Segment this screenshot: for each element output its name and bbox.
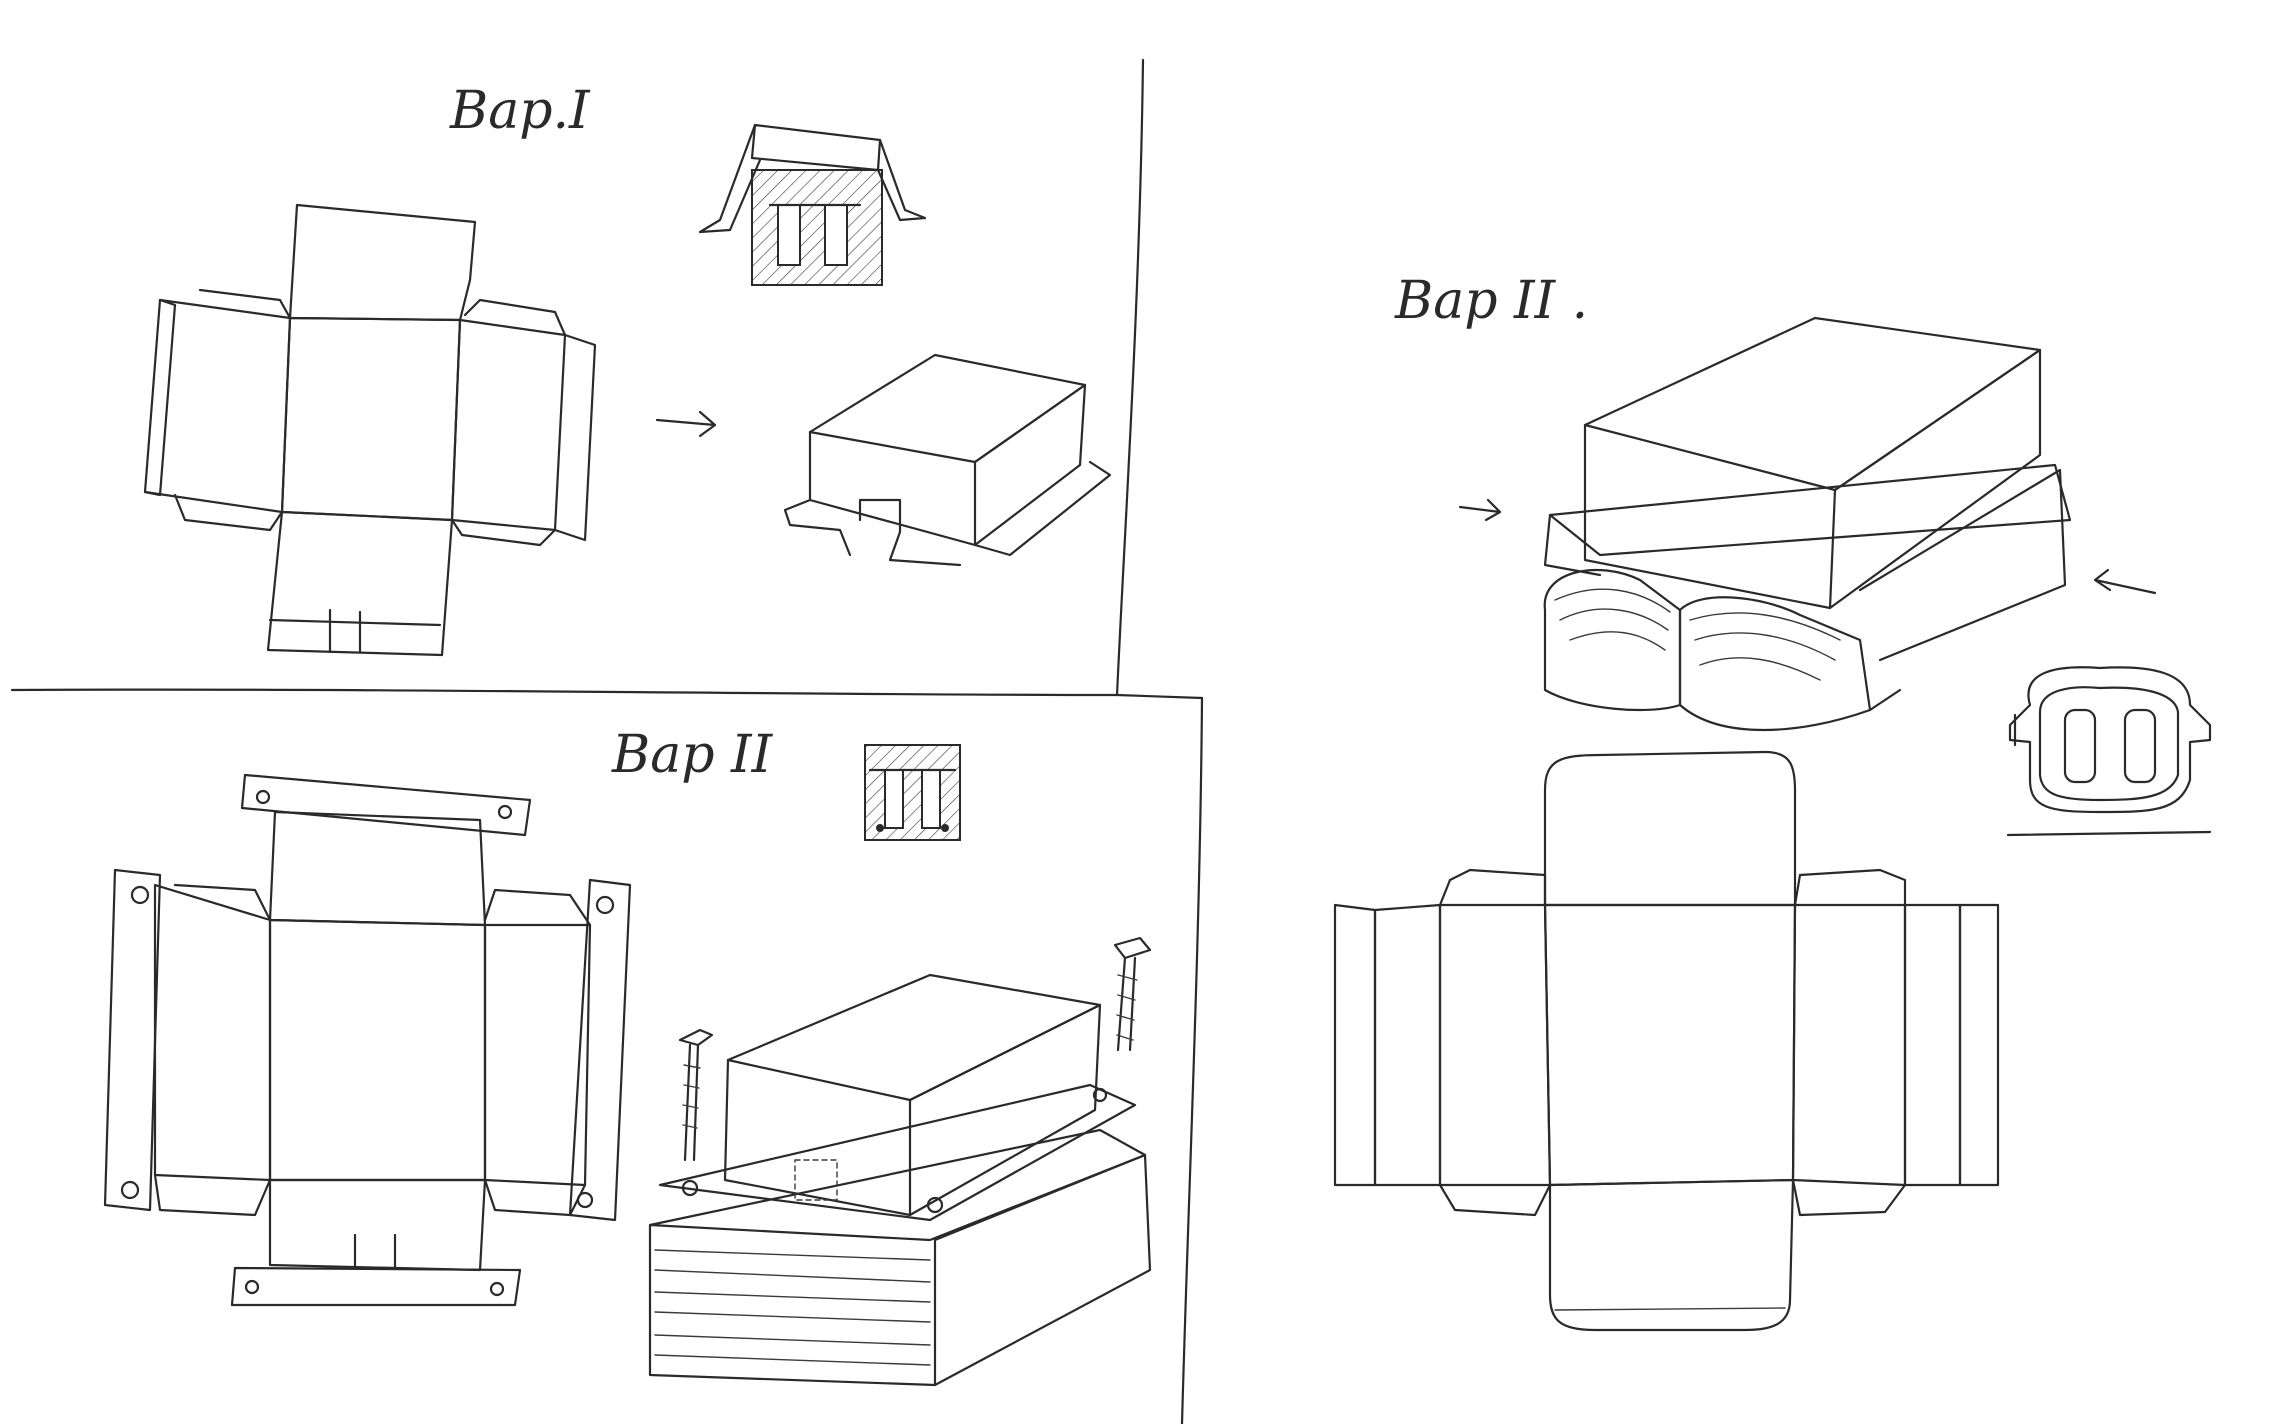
variant-1-net <box>143 203 597 657</box>
label-variant-2-right: Вар II . <box>1394 271 1588 331</box>
label-variant-1: Вар.I <box>449 81 591 141</box>
arrow-right-icon <box>1458 498 1502 522</box>
variant-2-right-net <box>1333 750 2000 1332</box>
panel-dividers <box>10 58 1204 1424</box>
variant-2-right-transformer-3d <box>1458 316 2157 732</box>
variant-2-transformer-3d <box>648 936 1152 1387</box>
variant-2-right-cross-section <box>2006 666 2212 837</box>
arrow-left-icon <box>2093 568 2157 595</box>
variant-1-folded-top <box>698 123 927 286</box>
variant-2-net <box>103 773 632 1307</box>
label-variant-2-left: Вар II <box>611 725 774 785</box>
arrow-right-icon <box>655 410 717 438</box>
variant-2-cross-section <box>864 744 961 841</box>
variant-1-box-3d <box>783 353 1112 567</box>
